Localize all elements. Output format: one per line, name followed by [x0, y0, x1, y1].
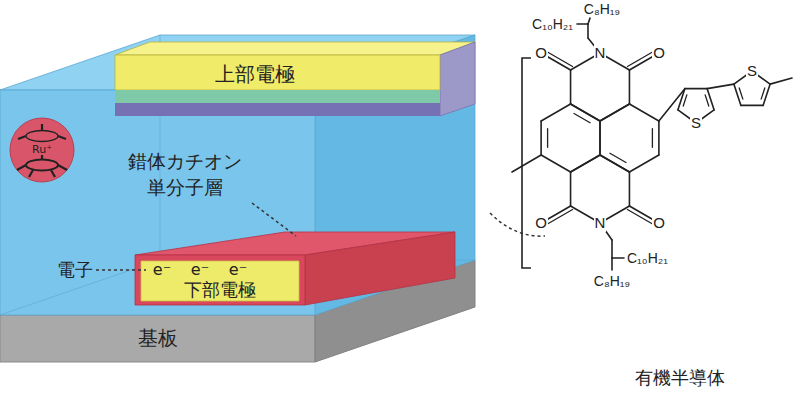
- bond-line: [540, 121, 542, 155]
- bond-line: [512, 155, 541, 172]
- atom-label: O: [534, 44, 548, 61]
- bond-line: [652, 129, 653, 148]
- part-label: e⁻: [153, 261, 171, 279]
- top-electrode-band: [115, 90, 440, 103]
- bond-line: [547, 129, 548, 148]
- methyl-bond: [41, 155, 43, 160]
- leader-line: [96, 269, 146, 271]
- atom-label: C₁₀H₂₁: [531, 16, 574, 32]
- bond-line: [571, 155, 600, 172]
- bond-line: [739, 88, 743, 99]
- semiconductor-top: [0, 35, 475, 90]
- part-label: e⁻: [229, 261, 247, 279]
- bond-line: [659, 89, 685, 121]
- layer-label-box: 上部電極: [190, 60, 320, 88]
- top-electrode-band: [115, 103, 440, 116]
- bond-line: [683, 95, 687, 106]
- top-electrode-front: [115, 55, 440, 90]
- atom-label: S: [690, 114, 702, 131]
- top-electrode-top: [115, 42, 475, 55]
- bond-line: [588, 18, 590, 24]
- methyl-bond: [17, 165, 26, 170]
- part-label: 有機半導体: [635, 368, 725, 389]
- bond-line: [629, 104, 658, 121]
- bond-line: [570, 172, 572, 206]
- node-text: 基板: [138, 327, 178, 350]
- node-text: Ru⁺: [32, 144, 52, 157]
- bond-line: [763, 84, 770, 105]
- bond-line: [571, 104, 600, 121]
- methyl-bond: [29, 170, 33, 177]
- complex-cation: Ru⁺: [9, 117, 75, 183]
- bond-line: [707, 89, 714, 110]
- bond-line: [705, 95, 709, 106]
- cation-circle: [10, 118, 74, 182]
- node-text: 下部電極: [184, 280, 256, 301]
- bond-line: [658, 121, 660, 155]
- atom-label: C₈H₁₉: [583, 1, 621, 17]
- node-text: 上部電極: [215, 63, 295, 86]
- bond-line: [599, 121, 601, 155]
- methyl-bond: [18, 136, 26, 139]
- bond-line: [600, 155, 629, 172]
- top-electrode-side: [440, 42, 475, 116]
- semiconductor-front: [0, 90, 315, 315]
- bond-line: [761, 88, 765, 99]
- bond-line: [587, 24, 589, 38]
- atom-label: O: [534, 214, 548, 231]
- atom-label: C₈H₁₉: [593, 273, 631, 289]
- bond-line: [612, 257, 624, 259]
- substrate-front: [0, 315, 315, 362]
- bond-line: [707, 84, 734, 89]
- bottom-electrode: [141, 261, 299, 301]
- atom-label: N: [594, 44, 607, 61]
- monolayer-side: [305, 232, 455, 305]
- bond-line: [571, 155, 600, 172]
- bond-line: [611, 240, 613, 258]
- bond-line: [600, 104, 629, 121]
- atom-label: O: [652, 214, 666, 231]
- bond-line: [685, 88, 707, 90]
- part-label: 錯体カチオン 単分子層: [125, 149, 245, 200]
- bond-line: [570, 70, 572, 104]
- cp-ring: [26, 131, 58, 142]
- bond-line: [574, 113, 590, 122]
- methyl-bond: [51, 170, 55, 177]
- bond-line: [770, 78, 792, 84]
- bond-line: [599, 121, 601, 155]
- leader-line: [252, 203, 296, 236]
- bond-line: [600, 104, 629, 121]
- bond-line: [600, 155, 629, 172]
- bond-line: [629, 70, 631, 104]
- methyl-bond: [58, 165, 67, 170]
- methyl-bond: [41, 124, 43, 131]
- polymer-bracket: [522, 58, 531, 268]
- atom-label: O: [652, 44, 666, 61]
- cp-ring: [26, 160, 58, 171]
- atom-label: N: [594, 214, 607, 231]
- part-label: e⁻: [191, 261, 209, 279]
- bond-line: [734, 84, 741, 105]
- bond-line: [610, 153, 626, 162]
- atom-label: C₁₀H₂₁: [626, 250, 669, 266]
- bond-line: [541, 104, 570, 121]
- layer-label-box: 下部電極: [141, 279, 299, 301]
- bond-line: [571, 104, 600, 121]
- bond-line: [541, 155, 570, 172]
- layer-label-box: 基板: [0, 315, 315, 362]
- monolayer-front: [135, 255, 305, 305]
- part-label: 電子: [57, 260, 93, 281]
- atom-label: S: [746, 62, 758, 79]
- bond-line: [629, 155, 658, 172]
- bond-line: [577, 23, 588, 25]
- bond-line: [611, 258, 613, 270]
- bond-line: [629, 172, 631, 206]
- bond-line: [741, 105, 763, 107]
- methyl-bond: [58, 136, 66, 139]
